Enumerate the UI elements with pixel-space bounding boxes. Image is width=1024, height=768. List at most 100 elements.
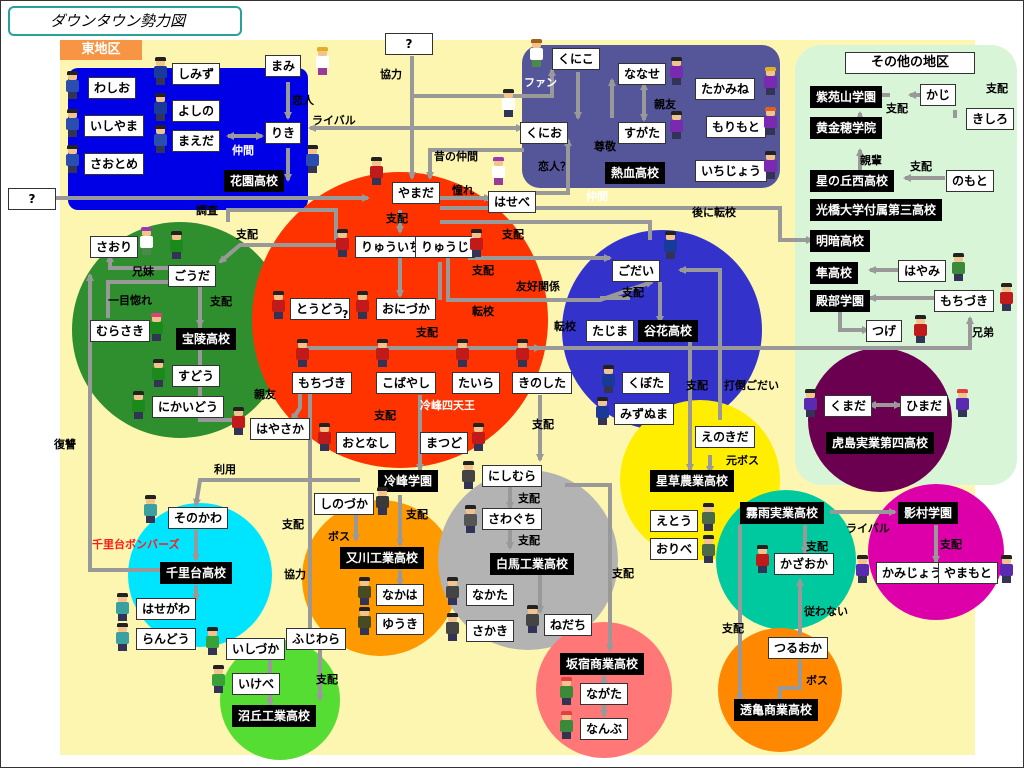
sprite-washio [66, 71, 79, 100]
node-kuniko: くにこ [552, 48, 600, 70]
node-hayabusa: 隼高校 [810, 262, 859, 284]
sprite-otonashi [318, 423, 331, 452]
sprite-nedachi [526, 605, 539, 634]
label-rival1: ライバル [312, 114, 356, 127]
label-sitagawanai: 従わない [804, 605, 848, 618]
sprite-touduo [272, 291, 285, 320]
sprite-etou [702, 503, 715, 532]
sprite-mochiduki2 [1000, 283, 1013, 312]
node-shimizu: しみず [172, 63, 221, 85]
node-riki: りき [265, 122, 302, 144]
node-otonashi: おとなし [336, 432, 396, 454]
label-koibito2: 恋人？ [538, 160, 571, 173]
node-kagemura: 影村学園 [898, 502, 959, 524]
node-kumada: くまだ [824, 395, 873, 417]
sprite-sakaki [446, 613, 459, 642]
node-hayasaka: はやさか [250, 418, 311, 440]
sprite-nagata [560, 677, 573, 706]
node-sonokawa: そのかわ [168, 507, 229, 529]
label-senri-bombers: 千里台ボンバーズ [92, 538, 180, 551]
sprite-sudou [152, 359, 165, 388]
sprite-matsudo [472, 423, 485, 452]
node-q1: ? [385, 33, 433, 55]
sprite-kamijou [856, 555, 869, 584]
label-nakama1: 仲間 [232, 144, 254, 157]
node-houryo: 宝陵高校 [176, 328, 237, 350]
sprite-ikebe [212, 665, 225, 694]
sprite-saotome [66, 145, 79, 174]
label-mukashi: 昔の仲間 [434, 150, 478, 163]
sprite-morimoto [764, 107, 777, 136]
connector-lines [30, 56, 974, 718]
node-gouda: ごうだ [168, 265, 217, 287]
label-shihai15: 支配 [806, 540, 828, 553]
node-godai: ごだい [612, 260, 661, 282]
node-nanbu: なんぶ [580, 718, 629, 740]
node-ishiyama: いしやま [84, 115, 144, 137]
node-kaji: かじ [920, 84, 957, 106]
sprite-yamamoto [1000, 555, 1013, 584]
sprite-ishiduka [206, 627, 219, 656]
label-koibito: 恋人 [292, 94, 314, 107]
label-sonkei: 尊敬 [594, 140, 616, 153]
node-hasebe: はせべ [488, 191, 537, 213]
node-touduo: とうどう [290, 298, 351, 320]
label-shihai12: 支配 [406, 508, 428, 521]
node-oribe: おりべ [650, 538, 699, 560]
sprite-yamada [370, 157, 383, 186]
sprite-shinoduka [376, 487, 389, 516]
node-kazaoka: かざおか [774, 553, 835, 575]
sprite-riki [306, 145, 319, 174]
label-shihai20: 支配 [986, 82, 1008, 95]
node-onizuka: おにづか [376, 298, 437, 320]
node-hoshinooka: 星の丘西高校 [810, 170, 895, 192]
node-q2: ? [8, 188, 56, 210]
node-ikebe: いけべ [232, 673, 281, 695]
node-nakata: なかた [466, 584, 515, 606]
sprite-ichijou [764, 151, 777, 180]
node-tanibana: 谷花高校 [638, 320, 699, 342]
node-ichijou: いちじょう [695, 160, 768, 182]
node-washio: わしお [88, 77, 137, 99]
label-shihai5: 支配 [210, 295, 232, 308]
sprite-kumada [804, 389, 817, 418]
sprite-mizunuma [596, 397, 609, 426]
node-senridai: 千里台高校 [160, 562, 233, 584]
label-chousa: 調査 [196, 204, 218, 217]
node-suikame: 透亀商業高校 [734, 699, 819, 721]
sprite-tsuge [914, 315, 927, 344]
node-sakaki: さかき [466, 620, 515, 642]
sprite-kazaoka [756, 545, 769, 574]
sprite-sawaguchi [464, 505, 477, 534]
sprite-sonokawa [144, 495, 157, 524]
sprite-nishimura [462, 461, 475, 490]
sprite-hasebe [492, 157, 505, 186]
node-yamada: やまだ [392, 182, 441, 204]
node-randou: らんどう [136, 628, 196, 650]
label-q: ? [342, 308, 349, 321]
node-himada: ひまだ [900, 395, 949, 417]
label-riyou: 利用 [214, 463, 236, 476]
label-boss2: ボス [806, 674, 828, 687]
label-kyouryoku2: 協力 [284, 568, 306, 581]
label-tenkou1: 転校 [472, 305, 494, 318]
node-hasegawa: はせがわ [136, 598, 197, 620]
node-fujiwara: ふじわら [286, 628, 347, 650]
label-shihai14: 支配 [518, 534, 540, 547]
sprite-saori [140, 227, 153, 256]
label-fukushuu: 復讐 [54, 438, 76, 451]
sprite-kuniko [530, 39, 543, 68]
node-koukou: 光橋大学付属第三高校 [810, 199, 943, 221]
node-takamine: たかみね [695, 78, 756, 100]
sprite-kobayashi [376, 339, 389, 368]
sprite-ryuuji [470, 229, 483, 258]
node-etou: えとう [650, 510, 699, 532]
sprite-kubota [602, 365, 615, 394]
label-shihai22: 支配 [910, 160, 932, 173]
node-murasaki: むらさき [90, 320, 151, 342]
node-kobayashi: こばやし [376, 372, 437, 394]
node-sawaguchi: さわぐち [482, 508, 543, 530]
node-kerobe: 殿部学園 [810, 290, 871, 312]
sprite-sugata [670, 111, 683, 140]
label-shihai21: 支配 [886, 102, 908, 115]
